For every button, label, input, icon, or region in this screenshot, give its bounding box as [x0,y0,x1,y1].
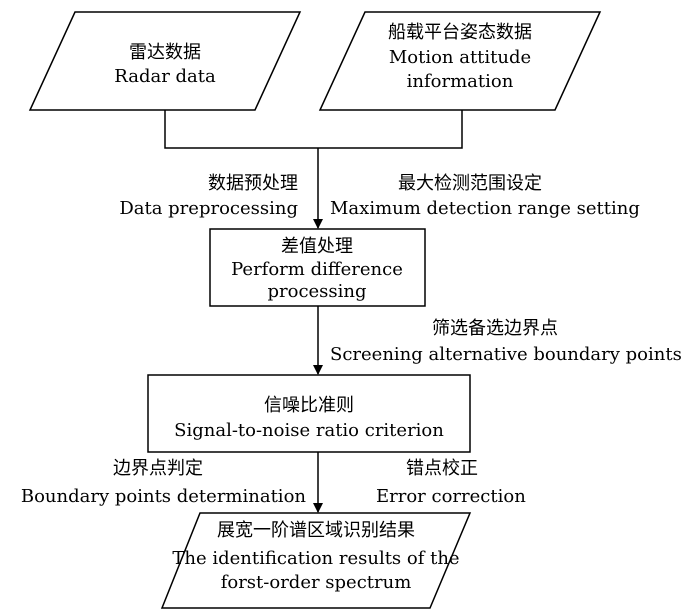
motion-attitude-en-line2: information [406,71,514,92]
result-cn: 展宽一阶谱区域识别结果 [217,520,415,541]
boundary-label-en: Boundary points determination [20,486,306,507]
radar-data-shape [28,11,302,111]
motion-connector [318,110,463,149]
max-range-label-cn: 最大检测范围设定 [398,173,542,194]
preprocessing-label-cn: 数据预处理 [208,173,298,194]
result-en-line1: The identification results of the [172,548,460,569]
radar-data-en: Radar data [114,66,216,87]
motion-attitude-shape [318,11,602,111]
preprocessing-label-en: Data preprocessing [119,198,298,219]
difference-en-line1: Perform difference [231,259,403,280]
radar-data-cn: 雷达数据 [129,42,201,63]
error-label-cn: 错点校正 [406,458,478,479]
error-label-en: Error correction [376,486,526,507]
snr-box [147,374,471,453]
result-en-line2: forst-order spectrum [220,572,412,593]
motion-attitude-en-line1: Motion attitude [388,47,532,68]
difference-cn: 差值处理 [281,236,353,257]
snr-en: Signal-to-noise ratio criterion [174,420,444,441]
screening-label-cn: 筛选备选边界点 [432,318,558,339]
max-range-label-en: Maximum detection range setting [330,198,640,219]
motion-attitude-cn: 船载平台姿态数据 [388,22,532,43]
difference-en-line2: processing [267,281,367,302]
snr-cn: 信噪比准则 [264,395,354,416]
boundary-label-cn: 边界点判定 [113,458,203,479]
radar-connector [164,110,318,149]
result-shape [160,512,472,609]
screening-label-en: Screening alternative boundary points [330,344,682,365]
